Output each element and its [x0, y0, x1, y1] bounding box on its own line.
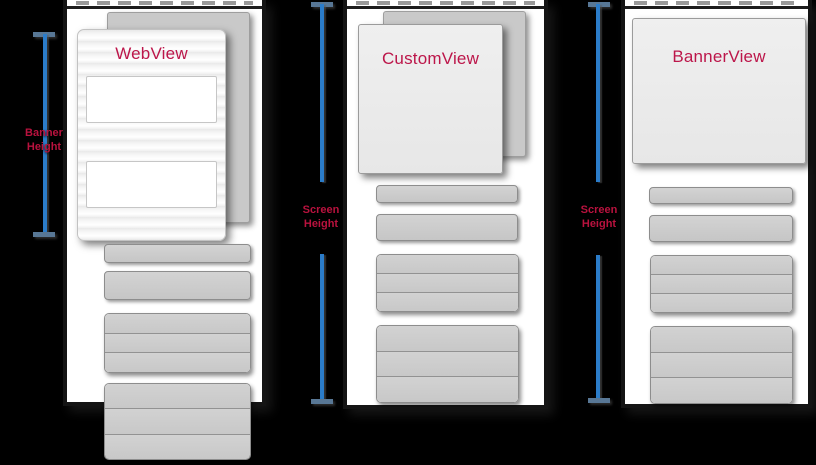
list-row: [377, 326, 518, 352]
list-row: [105, 384, 250, 410]
app-content-bar: [649, 215, 793, 242]
screen-height-measure-line-upper: [320, 4, 324, 182]
customview-ad-card: CustomView: [358, 24, 503, 174]
app-content-bar: [104, 271, 251, 300]
screen-top-border: [625, 6, 808, 9]
list-row: [651, 256, 792, 275]
webview-content-box: [86, 161, 217, 208]
list-row: [651, 275, 792, 294]
webview-card-label: WebView: [115, 44, 188, 63]
list-row: [377, 293, 518, 311]
bannerview-card-label: BannerView: [672, 47, 766, 66]
measure-label-line1: Banner: [25, 127, 63, 139]
app-content-list: [104, 313, 251, 373]
bannerview-ad-card: BannerView: [632, 18, 806, 164]
measure-cap-bottom: [311, 399, 333, 404]
torn-edge-dashes: [356, 1, 535, 5]
app-content-bar: [104, 244, 251, 263]
banner-height-label: Banner Height: [16, 126, 72, 154]
app-content-bar: [376, 185, 518, 203]
list-row: [105, 434, 250, 459]
list-row: [651, 294, 792, 312]
measure-cap-bottom: [33, 232, 55, 237]
measure-label-line2: Height: [303, 218, 339, 230]
screen-top-border: [67, 6, 262, 9]
app-content-list: [376, 254, 519, 312]
list-row: [105, 353, 250, 372]
screen-height-measure-line-lower: [320, 254, 324, 400]
measure-label-line1: Screen: [580, 204, 618, 216]
list-row: [651, 352, 792, 379]
list-row: [105, 333, 250, 354]
list-row: [377, 274, 518, 293]
screen-top-border: [347, 6, 544, 9]
screen-height-measure-line-upper: [596, 4, 600, 182]
app-content-list: [650, 326, 793, 404]
app-content-bar: [376, 214, 518, 241]
app-content-list-overflowing: [104, 383, 251, 460]
torn-edge-dashes: [634, 1, 799, 5]
list-row: [105, 409, 250, 435]
customview-card-label: CustomView: [381, 49, 480, 68]
banner-height-measure-line: [43, 34, 47, 234]
measure-cap-bottom: [588, 398, 610, 403]
list-row: [651, 378, 792, 403]
screen-height-label: Screen Height: [571, 203, 627, 231]
list-row: [377, 351, 518, 378]
webview-content-box: [86, 76, 217, 123]
torn-edge-dashes: [76, 1, 253, 5]
screen-height-measure-line-lower: [596, 255, 600, 398]
list-row: [377, 377, 518, 402]
webview-ad-card: WebView: [77, 29, 226, 241]
measure-label-line1: Screen: [302, 204, 340, 216]
list-row: [377, 255, 518, 274]
screen-height-label: Screen Height: [293, 203, 349, 231]
list-row: [105, 314, 250, 334]
measure-label-line2: Height: [581, 218, 617, 230]
app-content-list: [376, 325, 519, 403]
app-content-list: [650, 255, 793, 313]
app-content-bar: [649, 187, 793, 204]
list-row: [651, 327, 792, 353]
measure-label-line2: Height: [26, 141, 62, 153]
